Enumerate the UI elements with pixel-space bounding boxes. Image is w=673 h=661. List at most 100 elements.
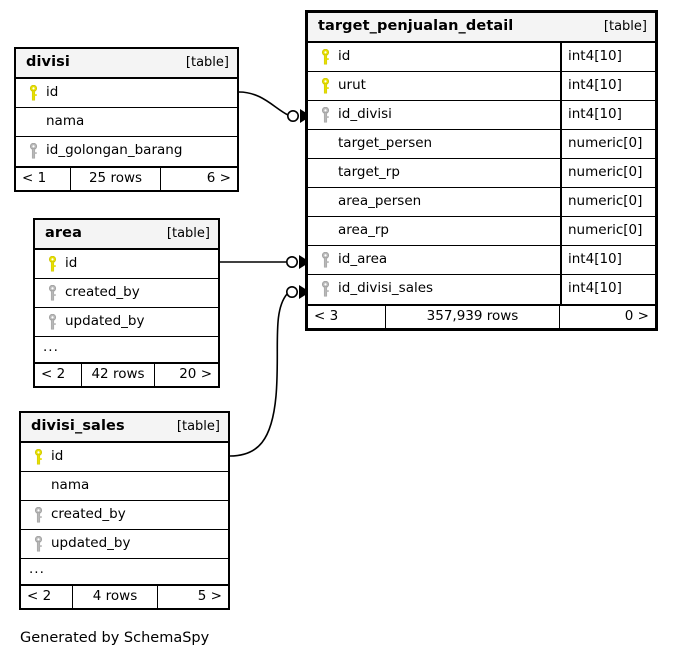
- column-row[interactable]: area_rp numeric[0]: [308, 216, 655, 246]
- row-count-label: 4 rows: [73, 585, 158, 608]
- entity-title: divisi_sales: [31, 418, 125, 434]
- column-row[interactable]: id: [21, 443, 228, 472]
- column-row[interactable]: target_rp numeric[0]: [308, 158, 655, 188]
- prev-page-button[interactable]: < 1: [16, 167, 71, 190]
- column-type: int4[10]: [560, 100, 655, 129]
- column-name-cell: nama: [21, 472, 228, 500]
- entity-header: divisi_sales [table]: [21, 413, 228, 443]
- primary-key-icon: [29, 448, 47, 465]
- column-row-more[interactable]: ...: [21, 559, 228, 584]
- no-key-spacer: [29, 477, 47, 494]
- column-name-cell: updated_by: [21, 530, 228, 558]
- column-name: id_divisi: [338, 105, 392, 122]
- entity-footer: < 2 4 rows 5 >: [21, 583, 228, 608]
- entity-columns: id int4[10] urut int4[10] id_divisi int4…: [308, 42, 655, 304]
- generated-by-caption: Generated by SchemaSpy: [20, 630, 210, 646]
- no-key-spacer: [316, 222, 334, 239]
- no-key-spacer: [24, 113, 42, 130]
- column-row[interactable]: id: [16, 79, 237, 108]
- more-columns-cell: ...: [35, 337, 218, 362]
- entity-divisi[interactable]: divisi [table] id nama id_golongan_baran…: [14, 47, 239, 192]
- next-page-button[interactable]: 5 >: [197, 587, 222, 604]
- entity-type-tag: [table]: [185, 54, 229, 70]
- column-name: id: [51, 447, 64, 464]
- column-name-cell: urut: [308, 72, 560, 100]
- column-row[interactable]: nama: [21, 472, 228, 501]
- column-type: int4[10]: [560, 42, 655, 71]
- entity-columns: id nama created_by updated_by ...: [21, 443, 228, 584]
- next-page-button[interactable]: 6 >: [206, 169, 231, 186]
- column-name-cell: id_area: [308, 246, 560, 274]
- column-type: int4[10]: [560, 71, 655, 100]
- column-row[interactable]: id: [35, 250, 218, 279]
- column-name-cell: target_rp: [308, 159, 560, 187]
- prev-page-button[interactable]: < 3: [308, 305, 386, 328]
- entity-area[interactable]: area [table] id created_by updated_by ..…: [33, 218, 220, 388]
- entity-type-tag: [table]: [603, 18, 647, 34]
- entity-header: divisi [table]: [16, 49, 237, 79]
- column-type: int4[10]: [560, 274, 655, 304]
- entity-type-tag: [table]: [166, 225, 210, 241]
- foreign-key-icon: [24, 143, 42, 160]
- column-row[interactable]: created_by: [35, 279, 218, 308]
- column-type: numeric[0]: [560, 216, 655, 245]
- next-page-button[interactable]: 20 >: [179, 365, 212, 382]
- column-name: created_by: [65, 283, 140, 300]
- column-row[interactable]: nama: [16, 108, 237, 137]
- column-name-cell: area_rp: [308, 217, 560, 245]
- entity-header: area [table]: [35, 220, 218, 250]
- column-name-cell: id: [35, 250, 218, 278]
- entity-title: target_penjualan_detail: [318, 18, 514, 34]
- foreign-key-icon: [316, 281, 334, 298]
- column-name: urut: [338, 76, 366, 93]
- column-row[interactable]: updated_by: [21, 530, 228, 559]
- entity-columns: id nama id_golongan_barang: [16, 79, 237, 166]
- column-name-cell: id: [21, 443, 228, 471]
- column-name: id_divisi_sales: [338, 280, 434, 297]
- entity-title: divisi: [26, 54, 70, 70]
- column-row[interactable]: id_area int4[10]: [308, 245, 655, 275]
- column-row[interactable]: area_persen numeric[0]: [308, 187, 655, 217]
- entity-type-tag: [table]: [176, 418, 220, 434]
- column-row-more[interactable]: ...: [35, 337, 218, 362]
- column-name: target_persen: [338, 134, 433, 151]
- column-name: nama: [51, 476, 90, 493]
- column-row[interactable]: created_by: [21, 501, 228, 530]
- column-type: numeric[0]: [560, 158, 655, 187]
- more-columns-cell: ...: [21, 559, 228, 584]
- column-row[interactable]: target_persen numeric[0]: [308, 129, 655, 159]
- no-key-spacer: [316, 135, 334, 152]
- column-name-cell: id_divisi: [308, 101, 560, 129]
- column-name: id_area: [338, 250, 388, 267]
- relationship-divisisales-to-target: [229, 285, 310, 457]
- column-type: numeric[0]: [560, 129, 655, 158]
- column-type: numeric[0]: [560, 187, 655, 216]
- ellipsis-label: ...: [43, 338, 59, 355]
- column-name: updated_by: [65, 312, 145, 329]
- foreign-key-icon: [43, 313, 61, 330]
- column-name-cell: area_persen: [308, 188, 560, 216]
- no-key-spacer: [316, 164, 334, 181]
- entity-divisi-sales[interactable]: divisi_sales [table] id nama created_by: [19, 411, 230, 610]
- column-row[interactable]: id_golongan_barang: [16, 137, 237, 166]
- column-name-cell: created_by: [21, 501, 228, 529]
- prev-page-button[interactable]: < 2: [21, 585, 73, 608]
- entity-footer: < 3 357,939 rows 0 >: [308, 303, 655, 328]
- entity-footer: < 1 25 rows 6 >: [16, 165, 237, 190]
- column-row[interactable]: id int4[10]: [308, 42, 655, 72]
- entity-target-penjualan-detail[interactable]: target_penjualan_detail [table] id int4[…: [305, 10, 658, 331]
- column-row[interactable]: updated_by: [35, 308, 218, 337]
- entity-title: area: [45, 225, 82, 241]
- column-name: area_rp: [338, 221, 389, 238]
- prev-page-button[interactable]: < 2: [35, 363, 82, 386]
- column-name-cell: id: [16, 79, 237, 107]
- foreign-key-icon: [29, 535, 47, 552]
- column-row[interactable]: id_divisi_sales int4[10]: [308, 274, 655, 304]
- column-row[interactable]: urut int4[10]: [308, 71, 655, 101]
- column-row[interactable]: id_divisi int4[10]: [308, 100, 655, 130]
- next-page-button[interactable]: 0 >: [624, 307, 649, 324]
- relationship-area-to-target: [220, 255, 310, 269]
- primary-key-icon: [316, 48, 334, 65]
- column-name: nama: [46, 112, 85, 129]
- column-name-cell: target_persen: [308, 130, 560, 158]
